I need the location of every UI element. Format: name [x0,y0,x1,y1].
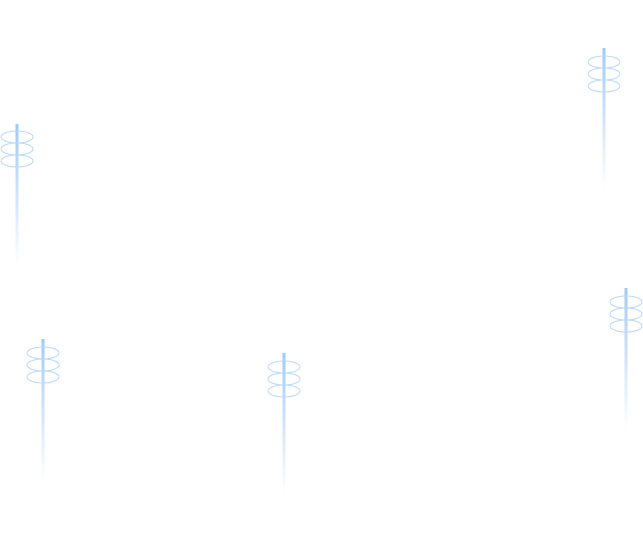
signal-tower-marker [606,288,643,438]
signal-tower-marker [0,124,37,274]
signal-tower-marker [264,353,304,503]
antenna-tower-icon [0,124,34,266]
signal-tower-marker [23,339,63,489]
signal-tower-marker [584,48,624,198]
antenna-tower-icon [267,353,301,495]
antenna-tower-icon [26,339,60,481]
antenna-tower-icon [587,48,621,190]
antenna-tower-icon [609,288,643,430]
